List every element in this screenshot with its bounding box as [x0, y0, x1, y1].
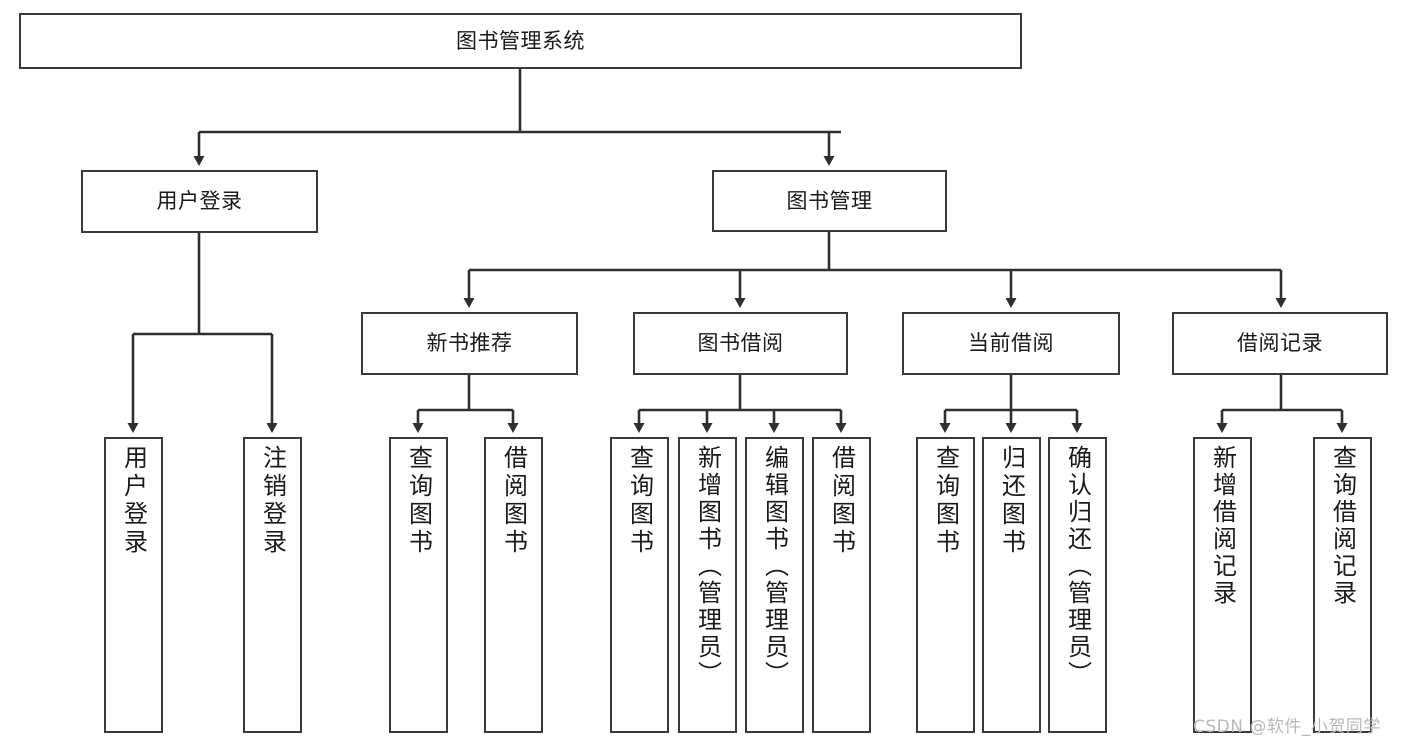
- leaf-user-login-signin[interactable]: 用户登录: [104, 437, 163, 733]
- node-label: 注销登录: [258, 445, 287, 557]
- node-label: 查询借阅记录: [1328, 445, 1357, 607]
- leaf-borrow-record-query[interactable]: 查询借阅记录: [1313, 437, 1372, 733]
- node-label: 确认归还（管理员）: [1063, 445, 1092, 688]
- node-label: 图书借阅: [697, 331, 784, 356]
- node-label: 编辑图书（管理员）: [760, 445, 789, 688]
- node-label: 查询图书: [931, 445, 960, 557]
- node-book-borrow[interactable]: 图书借阅: [633, 312, 848, 375]
- node-current-borrow[interactable]: 当前借阅: [902, 312, 1120, 375]
- node-label: 归还图书: [997, 445, 1026, 557]
- leaf-new-book-borrow[interactable]: 借阅图书: [484, 437, 543, 733]
- node-root-system[interactable]: 图书管理系统: [19, 13, 1022, 69]
- node-label: 新增借阅记录: [1208, 445, 1237, 607]
- node-label: 新书推荐: [426, 331, 513, 356]
- leaf-user-login-signout[interactable]: 注销登录: [243, 437, 302, 733]
- node-label: 图书管理系统: [456, 28, 585, 53]
- leaf-current-borrow-return[interactable]: 归还图书: [982, 437, 1041, 733]
- node-label: 借阅图书: [499, 445, 528, 557]
- node-label: 借阅记录: [1237, 331, 1323, 356]
- node-label: 图书管理: [786, 188, 873, 213]
- node-book-management[interactable]: 图书管理: [712, 170, 947, 232]
- leaf-book-borrow-add[interactable]: 新增图书（管理员）: [678, 437, 737, 733]
- leaf-book-borrow-edit[interactable]: 编辑图书（管理员）: [745, 437, 804, 733]
- node-borrow-record[interactable]: 借阅记录: [1172, 312, 1388, 375]
- leaf-current-borrow-confirm-return[interactable]: 确认归还（管理员）: [1048, 437, 1107, 733]
- node-user-login[interactable]: 用户登录: [81, 170, 318, 233]
- leaf-book-borrow-borrow[interactable]: 借阅图书: [812, 437, 871, 733]
- node-label: 查询图书: [625, 445, 654, 557]
- node-label: 新增图书（管理员）: [693, 445, 722, 688]
- leaf-new-book-query[interactable]: 查询图书: [389, 437, 448, 733]
- node-label: 当前借阅: [968, 331, 1054, 356]
- node-label: 借阅图书: [827, 445, 856, 557]
- watermark: CSDN @软件_小贺同学: [1193, 717, 1381, 737]
- node-label: 查询图书: [404, 445, 433, 557]
- leaf-current-borrow-query[interactable]: 查询图书: [916, 437, 975, 733]
- node-label: 用户登录: [156, 189, 243, 214]
- leaf-book-borrow-query[interactable]: 查询图书: [610, 437, 669, 733]
- node-new-book-recommend[interactable]: 新书推荐: [361, 312, 578, 375]
- node-label: 用户登录: [119, 445, 148, 557]
- leaf-borrow-record-add[interactable]: 新增借阅记录: [1193, 437, 1252, 733]
